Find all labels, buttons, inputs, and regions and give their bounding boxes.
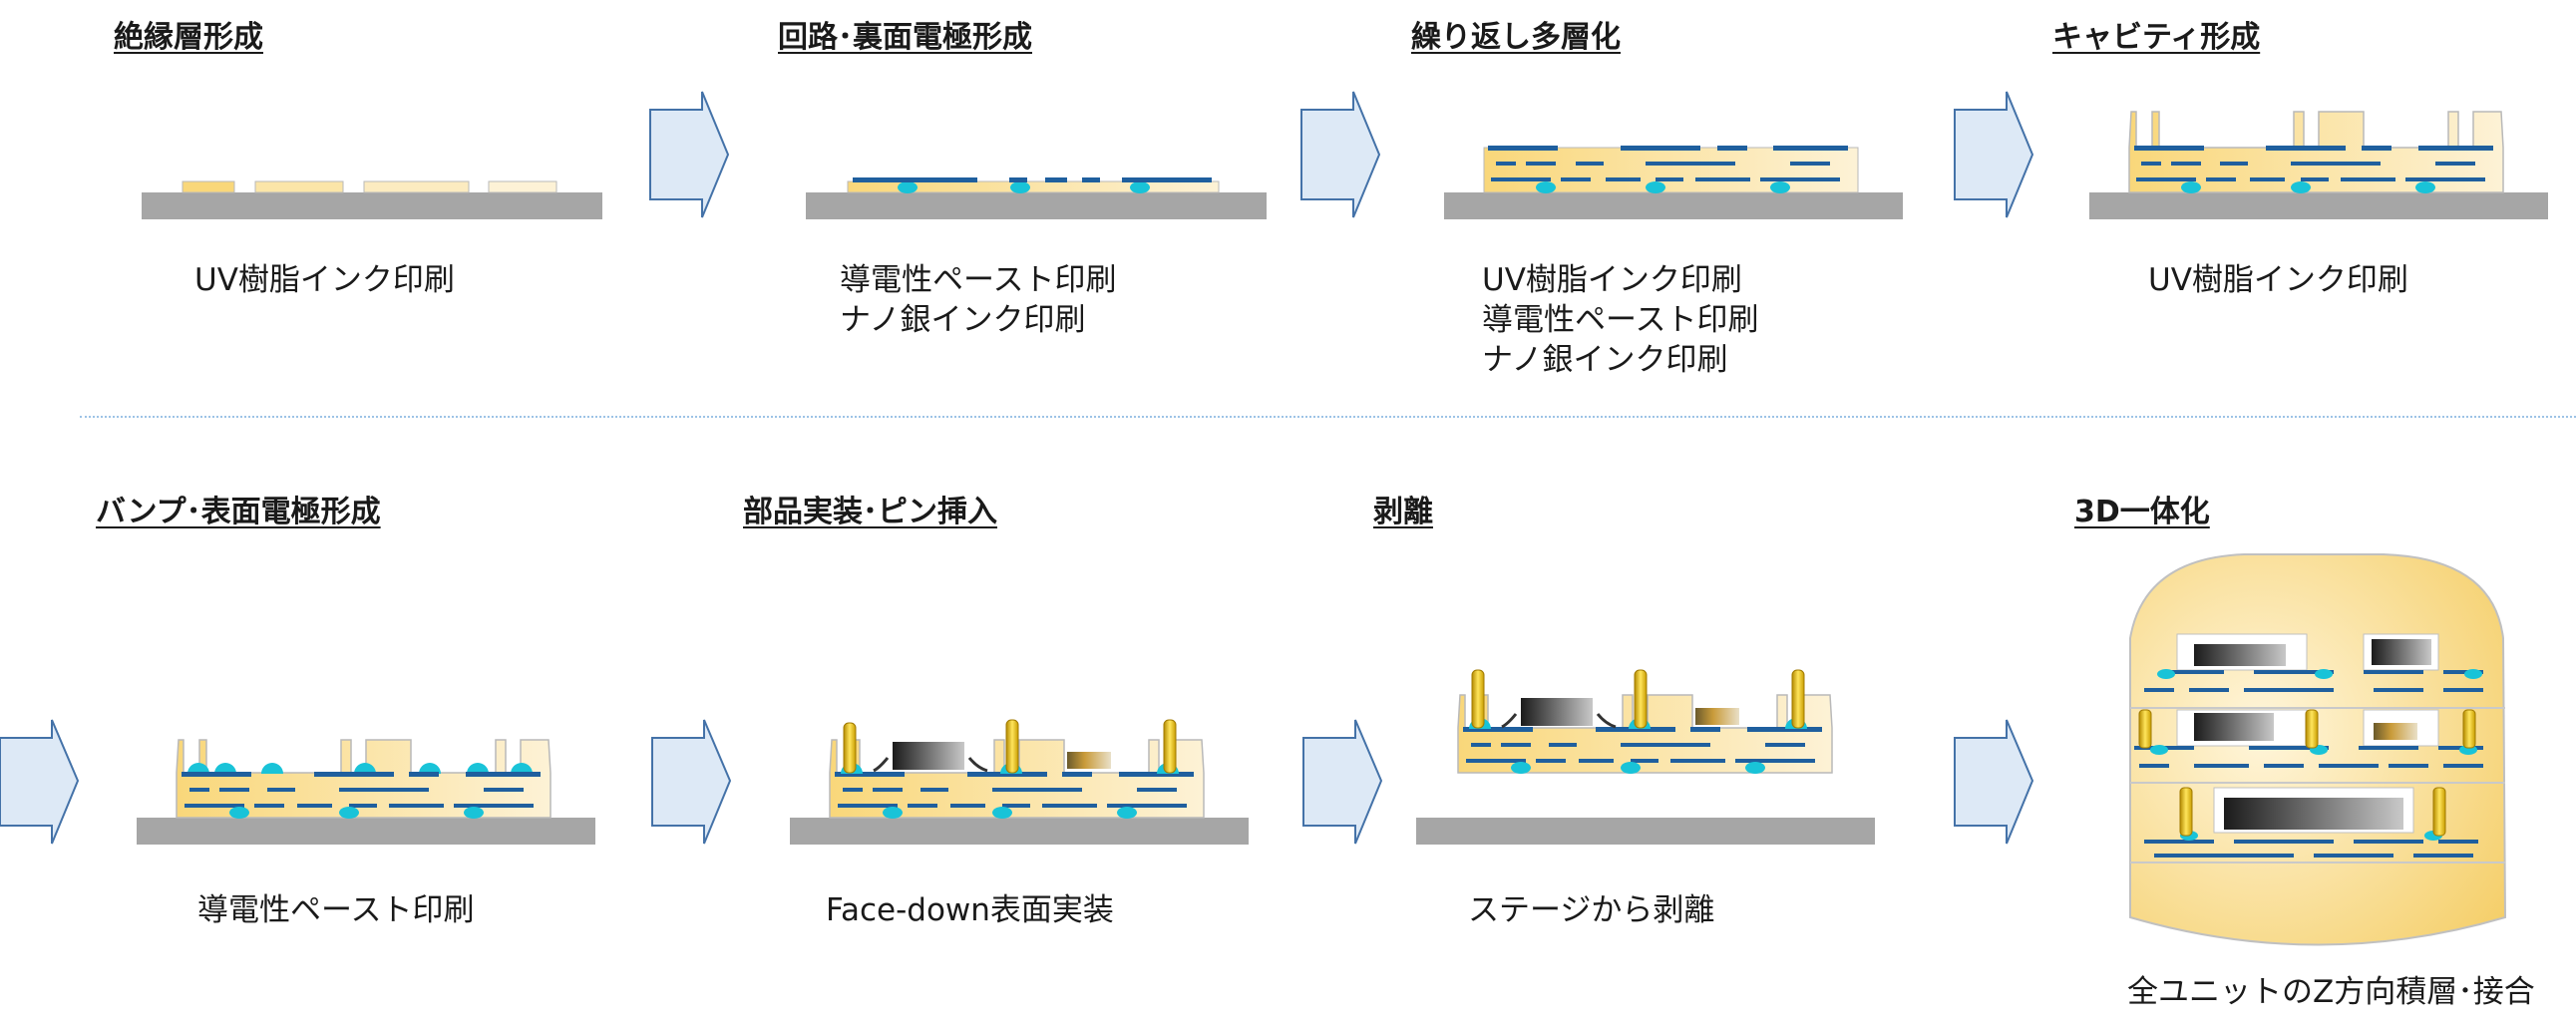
caption-line: ステージから剥離 — [1468, 892, 1715, 928]
caption-line: UV樹脂インク印刷 — [1482, 262, 1742, 298]
process-arrow-icon — [649, 91, 730, 218]
step-title-circuit: 回路･裏面電極形成 — [778, 20, 1032, 55]
step-title-insulation: 絶縁層形成 — [114, 20, 263, 55]
pin — [1471, 669, 1485, 729]
pin — [1791, 669, 1805, 729]
pin — [843, 722, 857, 774]
pin — [2462, 709, 2476, 749]
diagram-bump — [137, 739, 595, 845]
resin-pad — [363, 180, 470, 193]
step-caption-cavity: UV樹脂インク印刷 — [2148, 260, 2408, 300]
process-arrow-icon — [1954, 91, 2034, 218]
step-caption-multilayer: UV樹脂インク印刷 導電性ペースト印刷 ナノ銀インク印刷 — [1482, 260, 1758, 380]
resin-pad — [254, 180, 344, 193]
caption-line: 全ユニットのZ方向積層･接合 — [2127, 974, 2535, 1010]
caption-line: UV樹脂インク印刷 — [194, 262, 455, 298]
ic-chip — [2194, 644, 2286, 666]
resin-pad — [488, 180, 557, 193]
stage — [790, 818, 1249, 845]
pin — [1005, 719, 1019, 774]
caption-line: UV樹脂インク印刷 — [2148, 262, 2408, 298]
pin — [2179, 787, 2193, 837]
diagram-multilayer — [1444, 146, 1903, 219]
step-caption-3d: 全ユニットのZ方向積層･接合 — [2127, 972, 2535, 1012]
ic-chip — [2224, 798, 2403, 830]
pin — [2138, 709, 2152, 749]
diagram-insulation — [142, 180, 602, 219]
row-divider — [80, 416, 2576, 418]
process-arrow-icon — [651, 719, 732, 845]
process-arrow-icon — [1302, 719, 1383, 845]
caption-line: 導電性ペースト印刷 — [840, 262, 1117, 298]
diagram-release — [1416, 669, 1875, 845]
small-chip — [2374, 723, 2417, 740]
step-caption-bump: 導電性ペースト印刷 — [197, 890, 474, 930]
step-caption-circuit: 導電性ペースト印刷 ナノ銀インク印刷 — [840, 260, 1116, 340]
resin-pad — [182, 180, 235, 193]
step-title-multilayer: 繰り返し多層化 — [1411, 20, 1621, 55]
process-arrow-icon — [0, 719, 80, 845]
pin — [2305, 709, 2319, 749]
ic-chip — [1521, 698, 1593, 726]
stage — [806, 192, 1267, 219]
step-title-cavity: キャビティ形成 — [2052, 20, 2261, 55]
step-title-3d: 3D一体化 — [2074, 495, 2210, 529]
diagram-circuit — [806, 177, 1267, 219]
pin — [2432, 787, 2446, 837]
pin — [1163, 719, 1177, 774]
ic-chip — [2194, 713, 2274, 741]
ic-chip — [2372, 639, 2431, 665]
diagram-3d-integration — [2129, 553, 2507, 946]
stage — [142, 192, 602, 219]
process-arrow-icon — [0, 91, 2034, 845]
small-chip — [1695, 708, 1739, 725]
process-arrow-icon — [1300, 91, 1381, 218]
caption-line: 導電性ペースト印刷 — [1482, 302, 1759, 338]
caption-line: ナノ銀インク印刷 — [1482, 342, 1728, 378]
process-arrow-icon — [1954, 719, 2034, 845]
stage — [2089, 192, 2548, 219]
resin-layer — [847, 180, 1220, 193]
caption-line: Face-down表面実装 — [826, 892, 1114, 928]
stage — [1444, 192, 1903, 219]
diagram-mount — [790, 719, 1249, 845]
diagram-cavity — [2089, 111, 2548, 219]
caption-line: 導電性ペースト印刷 — [197, 892, 475, 928]
pin — [1634, 669, 1648, 729]
stage — [1416, 818, 1875, 845]
caption-line: ナノ銀インク印刷 — [840, 302, 1086, 338]
ic-chip — [893, 742, 964, 770]
step-caption-mount: Face-down表面実装 — [826, 890, 1114, 930]
small-chip — [1067, 752, 1111, 769]
step-title-bump: バンプ･表面電極形成 — [96, 495, 381, 529]
stage — [137, 818, 595, 845]
step-title-release: 剥離 — [1373, 495, 1433, 529]
step-title-mount: 部品実装･ピン挿入 — [743, 495, 997, 529]
step-caption-release: ステージから剥離 — [1468, 890, 1714, 930]
step-caption-insulation: UV樹脂インク印刷 — [194, 260, 455, 300]
